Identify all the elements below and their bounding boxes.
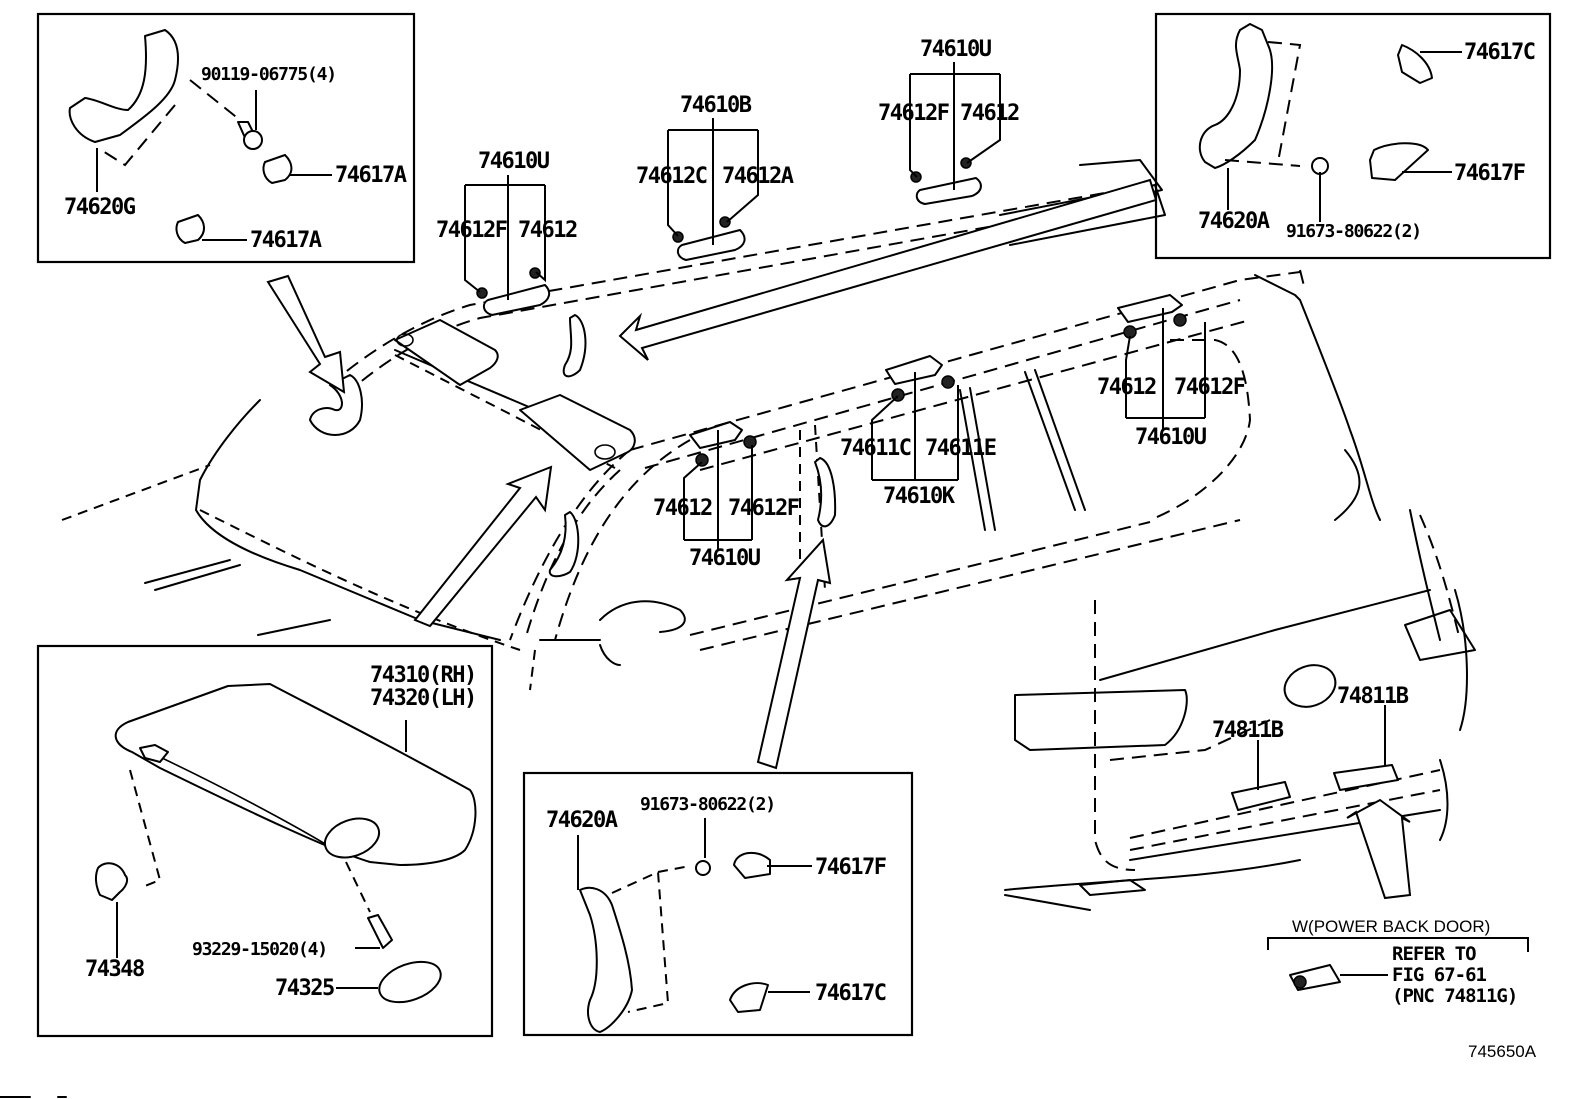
label-grip-74620A: 74620A	[1198, 209, 1270, 234]
label-cap-74617C-bottom: 74617C	[815, 981, 886, 1006]
label-bolt-90119: 90119-06775(4)	[201, 64, 336, 85]
label-assy-74610U-rear: 74610U	[920, 37, 992, 62]
label-clip-74612F: 74612F	[436, 218, 507, 243]
label-side-clip-74611E: 74611E	[925, 436, 996, 461]
label-refer-line3: (PNC 74811G)	[1392, 985, 1517, 1007]
label-holder-74348: 74348	[85, 957, 144, 982]
label-visor-lh: 74320(LH)	[370, 686, 476, 711]
label-side-assy-74610U-rear: 74610U	[1135, 425, 1207, 450]
label-cap-74617C: 74617C	[1464, 40, 1535, 65]
label-clip-74612C: 74612C	[636, 164, 707, 189]
inset-bottom-center: 74620A 91673-80622(2) 74617F 74617C	[522, 771, 914, 1037]
side-grips	[689, 294, 1187, 467]
inset-bottom-left: 74310(RH) 74320(LH) 74348 93229-15020(4)…	[36, 644, 494, 1038]
label-cover-74325: 74325	[275, 976, 334, 1001]
roof-grips	[476, 157, 982, 316]
cabin-visors	[309, 314, 837, 578]
side-group-rear: 74612 74612F 74610U	[1097, 308, 1246, 450]
label-assy-74610U: 74610U	[478, 149, 550, 174]
label-side-clip-74612: 74612	[653, 496, 712, 521]
arrow-front-left	[266, 274, 346, 394]
label-side-assy-74610U: 74610U	[689, 546, 761, 571]
back-door-callouts: 74811B 74811B W(POWER BACK DOOR) REFER T…	[1212, 684, 1529, 1007]
label-grip-74620A-bottom: 74620A	[546, 808, 618, 833]
inset-top-right: 74617C 74617F 74620A 91673-80622(2)	[1154, 12, 1552, 260]
label-side-clip-74612-rear: 74612	[1097, 375, 1156, 400]
label-clip-74612A: 74612A	[722, 164, 794, 189]
label-visor-rh: 74310(RH)	[370, 663, 476, 688]
label-refer-line2: FIG 67-61	[1392, 964, 1487, 986]
roof-group-c: 74610U 74612F 74612	[878, 37, 1020, 190]
label-power-back-door: W(POWER BACK DOOR)	[1292, 917, 1490, 936]
label-screw-93229: 93229-15020(4)	[192, 939, 327, 960]
label-lamp-74811B-right: 74811B	[1337, 684, 1409, 709]
roof-group-a: 74610U 74612F 74612	[436, 149, 578, 300]
side-group-mid: 74611C 74611E 74610K	[840, 372, 997, 509]
label-refer-line1: REFER TO	[1392, 943, 1476, 965]
arrow-b-pillar	[756, 537, 832, 770]
label-clip-74612F-rear: 74612F	[878, 101, 949, 126]
label-clip-74612: 74612	[518, 218, 577, 243]
label-clip-74612-rear: 74612	[960, 101, 1019, 126]
label-grip-74620G: 74620G	[64, 195, 136, 220]
side-group-front: 74612 74612F 74610U	[653, 430, 800, 571]
label-bolt-91673: 91673-80622(2)	[1286, 221, 1421, 242]
label-assy-74610B: 74610B	[680, 93, 752, 118]
label-cap-74617A-lower: 74617A	[250, 228, 322, 253]
label-cap-74617F-bottom: 74617F	[815, 855, 886, 880]
label-lamp-74811B-left: 74811B	[1212, 718, 1284, 743]
label-side-clip-74611C: 74611C	[840, 436, 911, 461]
arrow-roof-rear	[618, 178, 1158, 361]
label-cap-74617A-upper: 74617A	[335, 163, 407, 188]
inset-top-left: 90119-06775(4) 74617A 74620G 74617A	[36, 12, 416, 264]
diagram-code: 745650A	[1468, 1042, 1537, 1061]
label-side-clip-74612F-rear: 74612F	[1174, 375, 1245, 400]
arrow-back-door	[1346, 798, 1412, 900]
arrow-windshield	[413, 465, 553, 628]
label-bolt-91673-bottom: 91673-80622(2)	[640, 794, 775, 815]
label-side-assy-74610K: 74610K	[883, 484, 956, 509]
roof-group-b: 74610B 74612C 74612A	[636, 93, 795, 245]
back-door-lamps	[1231, 764, 1399, 991]
label-side-clip-74612F: 74612F	[728, 496, 799, 521]
view-arrows	[266, 178, 1412, 900]
label-cap-74617F: 74617F	[1454, 161, 1525, 186]
